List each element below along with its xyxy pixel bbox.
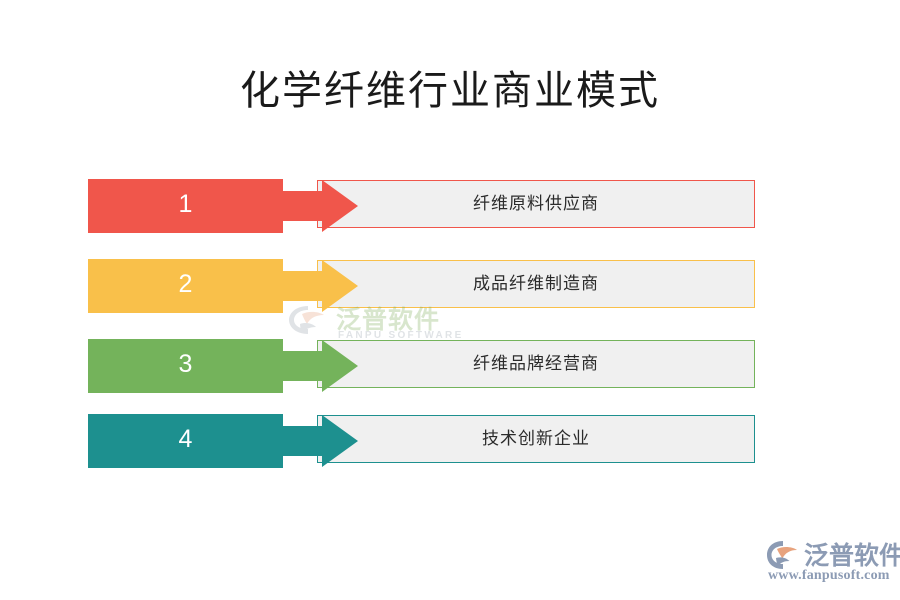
step-arrow-icon (88, 414, 358, 468)
step-arrow-icon (88, 339, 358, 393)
step-label: 纤维原料供应商 (473, 194, 599, 213)
brand-url: www.fanpusoft.com (768, 568, 890, 583)
page-title: 化学纤维行业商业模式 (240, 68, 660, 113)
step-arrow-icon (88, 259, 358, 313)
fanpu-logo-icon (767, 541, 797, 569)
brand-name-cn: 泛普软件 (804, 543, 900, 570)
step-label-box[interactable] (317, 180, 755, 228)
step-label-box[interactable] (317, 340, 755, 388)
step-label-box[interactable] (317, 415, 755, 463)
step-arrow-icon (88, 179, 358, 233)
brand-logo: 泛普软件 www.fanpusoft.com (766, 536, 900, 592)
step-label-box[interactable] (317, 260, 755, 308)
step-label: 技术创新企业 (482, 429, 590, 448)
step-label: 纤维品牌经营商 (473, 354, 599, 373)
step-label: 成品纤维制造商 (473, 274, 599, 293)
